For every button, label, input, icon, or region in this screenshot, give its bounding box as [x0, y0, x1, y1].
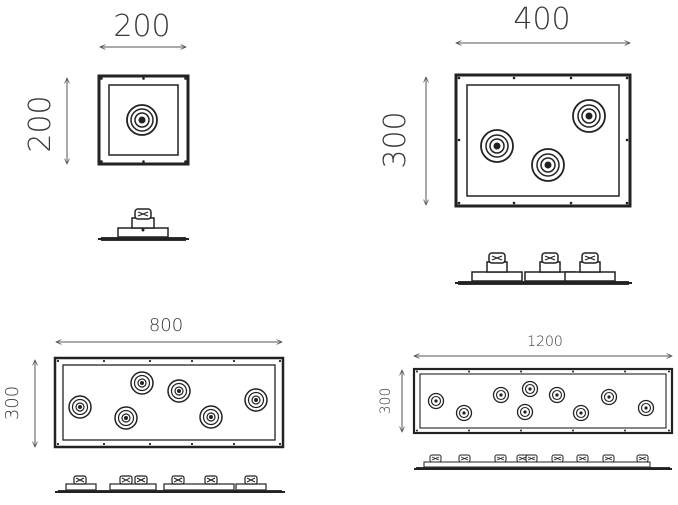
driver-box [134, 475, 148, 485]
driver-box [486, 252, 508, 273]
fixture-1200x300: 1200 300 [378, 334, 674, 470]
fixture-side-view [455, 252, 632, 285]
led-module [114, 406, 138, 430]
driver-box [579, 252, 601, 273]
width-dimension-label: 200 [113, 9, 170, 44]
led-module [516, 403, 534, 421]
driver-box [458, 454, 471, 463]
fixture-side-view [414, 454, 672, 470]
driver-box [602, 454, 615, 463]
width-dimension-label: 1200 [527, 334, 563, 350]
led-module [244, 388, 268, 412]
driver-box [576, 454, 589, 463]
driver-box [73, 475, 87, 485]
fixture-top-view [412, 367, 674, 435]
led-module [572, 99, 606, 133]
fixture-200x200: 200 200 [23, 9, 190, 241]
led-module [531, 148, 565, 182]
bolt-holes [457, 76, 629, 205]
driver-box [539, 252, 561, 273]
led-module [521, 380, 539, 398]
driver-box [525, 454, 538, 463]
fixture-side-view [55, 475, 285, 493]
fixture-400x300: 400 300 [378, 2, 632, 285]
height-dimension-label: 300 [2, 386, 23, 420]
led-module [600, 388, 618, 406]
led-module [548, 386, 566, 404]
driver-box [429, 454, 442, 463]
led-module [492, 386, 510, 404]
led-module [427, 392, 445, 410]
driver-box [551, 454, 564, 463]
led-module [455, 404, 473, 422]
width-dimension-label: 800 [149, 315, 183, 336]
driver-box [494, 454, 507, 463]
led-module [199, 405, 223, 429]
driver-box [516, 454, 529, 463]
led-module [68, 395, 92, 419]
driver-box [636, 454, 649, 463]
led-module [126, 104, 158, 136]
bolt-holes [56, 359, 282, 446]
driver-box [204, 475, 218, 485]
led-module [130, 371, 154, 395]
fixture-top-view [454, 73, 632, 208]
driver-box [119, 475, 133, 485]
driver-box [244, 475, 258, 485]
fixture-top-view [97, 74, 190, 166]
fixture-top-view [53, 356, 285, 449]
fixture-800x300: 800 300 [2, 315, 285, 493]
bolt-holes [100, 77, 187, 163]
fixture-side-view [98, 208, 189, 241]
height-dimension-label: 200 [23, 95, 58, 152]
led-module [480, 129, 514, 163]
led-module [572, 404, 590, 422]
led-module [637, 399, 655, 417]
bolt-holes [416, 370, 670, 432]
led-module [167, 379, 191, 403]
driver-box [171, 475, 185, 485]
height-dimension-label: 300 [378, 388, 394, 415]
height-dimension-label: 300 [378, 111, 413, 168]
width-dimension-label: 400 [513, 2, 570, 37]
